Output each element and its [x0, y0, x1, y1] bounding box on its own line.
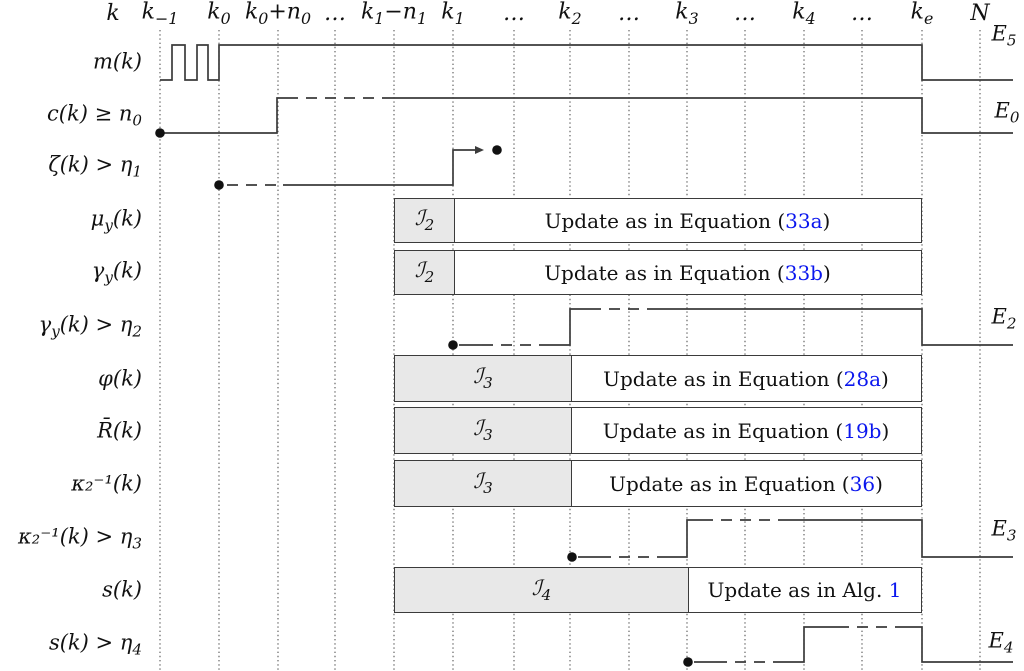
- event-dot-s-gt-eta4-0: [683, 657, 693, 667]
- tick-label-2: k0+n0: [244, 0, 312, 28]
- update-text-prefix: Update as in Equation (: [609, 471, 850, 496]
- axis-label-k: k: [106, 1, 120, 26]
- phase-label: ℐ2: [414, 258, 435, 287]
- signal-zeta-gt-eta1-seg-1: [283, 149, 476, 186]
- equation-ref-link[interactable]: 1: [888, 578, 902, 602]
- row-label-kappa2-inv: κ₂⁻¹(k): [71, 471, 142, 496]
- phase-label: ℐ3: [473, 364, 493, 393]
- arrowhead-icon-zeta-gt-eta1: [475, 146, 484, 154]
- row-label-gamma-y-gt-eta2: γy(k) > η2: [38, 312, 142, 341]
- tick-label-5: k1: [441, 0, 465, 28]
- signal-kappa2-inv-gt-eta3-seg-4: [778, 519, 1013, 558]
- update-text-suffix: ): [881, 366, 889, 391]
- phase-section-kappa2-inv: ℐ3: [395, 461, 572, 506]
- event-dot-c-ge-n0-0: [155, 128, 165, 138]
- interval-box-gamma-y: ℐ2 Update as in Equation (33b): [394, 250, 922, 295]
- phase-section-varphi: ℐ3: [395, 356, 572, 401]
- signal-m-seg-0: [160, 44, 1013, 81]
- phase-label: ℐ3: [473, 469, 493, 498]
- update-text-prefix: Update as in Equation (: [602, 418, 844, 443]
- event-dot-kappa2-inv-gt-eta3-0: [567, 552, 577, 562]
- update-text-prefix: Update as in Equation (: [544, 260, 785, 285]
- event-label-E2: E2: [991, 304, 1017, 333]
- row-label-R-bar: R̄(k): [97, 418, 142, 443]
- interval-box-R-bar: ℐ3 Update as in Equation (19b): [394, 407, 922, 454]
- phase-label: ℐ4: [531, 575, 552, 605]
- event-dot-zeta-gt-eta1-0: [214, 180, 224, 190]
- interval-box-mu-y: ℐ2 Update as in Equation (33a): [394, 198, 922, 243]
- event-dot-gamma-y-gt-eta2-0: [448, 340, 458, 350]
- phase-section-s: ℐ4: [395, 568, 689, 612]
- tick-label-13: ke: [910, 0, 934, 28]
- signal-kappa2-inv-gt-eta3-seg-2: [666, 519, 702, 558]
- row-label-m: m(k): [92, 49, 142, 74]
- row-label-zeta-gt-eta1: ζ(k) > η1: [48, 152, 142, 181]
- signal-s-gt-eta4-seg-4: [897, 626, 1013, 663]
- update-text-suffix: ): [822, 208, 831, 233]
- tick-label-12: …: [851, 1, 873, 26]
- equation-ref-link[interactable]: 19b: [843, 418, 882, 443]
- update-text-suffix: ): [822, 260, 831, 285]
- equation-ref-link[interactable]: 36: [849, 471, 876, 496]
- tick-label-3: …: [324, 1, 346, 26]
- event-label-E5: E5: [991, 21, 1017, 50]
- tick-label-9: k3: [675, 0, 699, 28]
- signal-gamma-y-gt-eta2-seg-2: [548, 308, 590, 346]
- tick-label-1: k0: [207, 0, 231, 28]
- row-label-s: s(k): [102, 577, 142, 602]
- update-section-gamma-y: Update as in Equation (33b): [454, 251, 921, 294]
- tick-label-0: k−1: [141, 0, 179, 28]
- phase-section-R-bar: ℐ3: [395, 408, 572, 453]
- tick-label-6: …: [503, 1, 525, 26]
- row-label-c-ge-n0: c(k) ≥ n0: [47, 101, 142, 130]
- tick-label-4: k1−n1: [360, 0, 428, 28]
- row-label-s-gt-eta4: s(k) > η4: [48, 630, 142, 659]
- row-label-varphi: φ(k): [98, 366, 142, 391]
- row-label-gamma-y: γy(k): [91, 258, 142, 287]
- update-section-varphi: Update as in Equation (28a): [571, 356, 921, 401]
- phase-section-mu-y: ℐ2: [395, 199, 455, 242]
- equation-ref-link[interactable]: 28a: [843, 366, 882, 391]
- update-section-kappa2-inv: Update as in Equation (36): [571, 461, 921, 506]
- phase-section-gamma-y: ℐ2: [395, 251, 455, 294]
- equation-ref-link[interactable]: 33a: [785, 208, 823, 233]
- update-text-prefix: Update as in Alg.: [707, 578, 889, 602]
- update-text-prefix: Update as in Equation (: [544, 208, 786, 233]
- tick-label-8: …: [618, 1, 640, 26]
- tick-label-11: k4: [792, 0, 816, 28]
- event-label-E0: E0: [994, 98, 1020, 127]
- interval-box-varphi: ℐ3 Update as in Equation (28a): [394, 355, 922, 402]
- signal-gamma-y-gt-eta2-seg-4: [652, 308, 1013, 346]
- update-text-suffix: ): [875, 471, 883, 496]
- tick-label-14: N: [970, 1, 990, 26]
- phase-label: ℐ3: [473, 416, 493, 445]
- signal-c-ge-n0-seg-2: [392, 97, 1013, 134]
- phase-label: ℐ2: [414, 206, 435, 235]
- update-section-R-bar: Update as in Equation (19b): [571, 408, 921, 453]
- update-section-s: Update as in Alg. 1: [688, 568, 921, 612]
- equation-ref-link[interactable]: 33b: [784, 260, 823, 285]
- update-section-mu-y: Update as in Equation (33a): [454, 199, 921, 242]
- event-label-E4: E4: [988, 628, 1014, 657]
- event-label-E3: E3: [991, 516, 1017, 545]
- interval-box-kappa2-inv: ℐ3 Update as in Equation (36): [394, 460, 922, 507]
- row-label-kappa2-inv-gt-eta3: κ₂⁻¹(k) > η3: [18, 524, 142, 553]
- tick-label-7: k2: [558, 0, 582, 28]
- interval-box-s: ℐ4 Update as in Alg. 1: [394, 567, 922, 613]
- signal-s-gt-eta4-seg-2: [776, 626, 838, 663]
- update-text-prefix: Update as in Equation (: [603, 366, 844, 391]
- event-dot-zeta-gt-eta1-1: [492, 145, 502, 155]
- tick-label-10: …: [734, 1, 756, 26]
- row-label-mu-y: μy(k): [90, 206, 142, 235]
- signal-c-ge-n0-seg-0: [160, 97, 287, 134]
- update-text-suffix: ): [881, 418, 890, 443]
